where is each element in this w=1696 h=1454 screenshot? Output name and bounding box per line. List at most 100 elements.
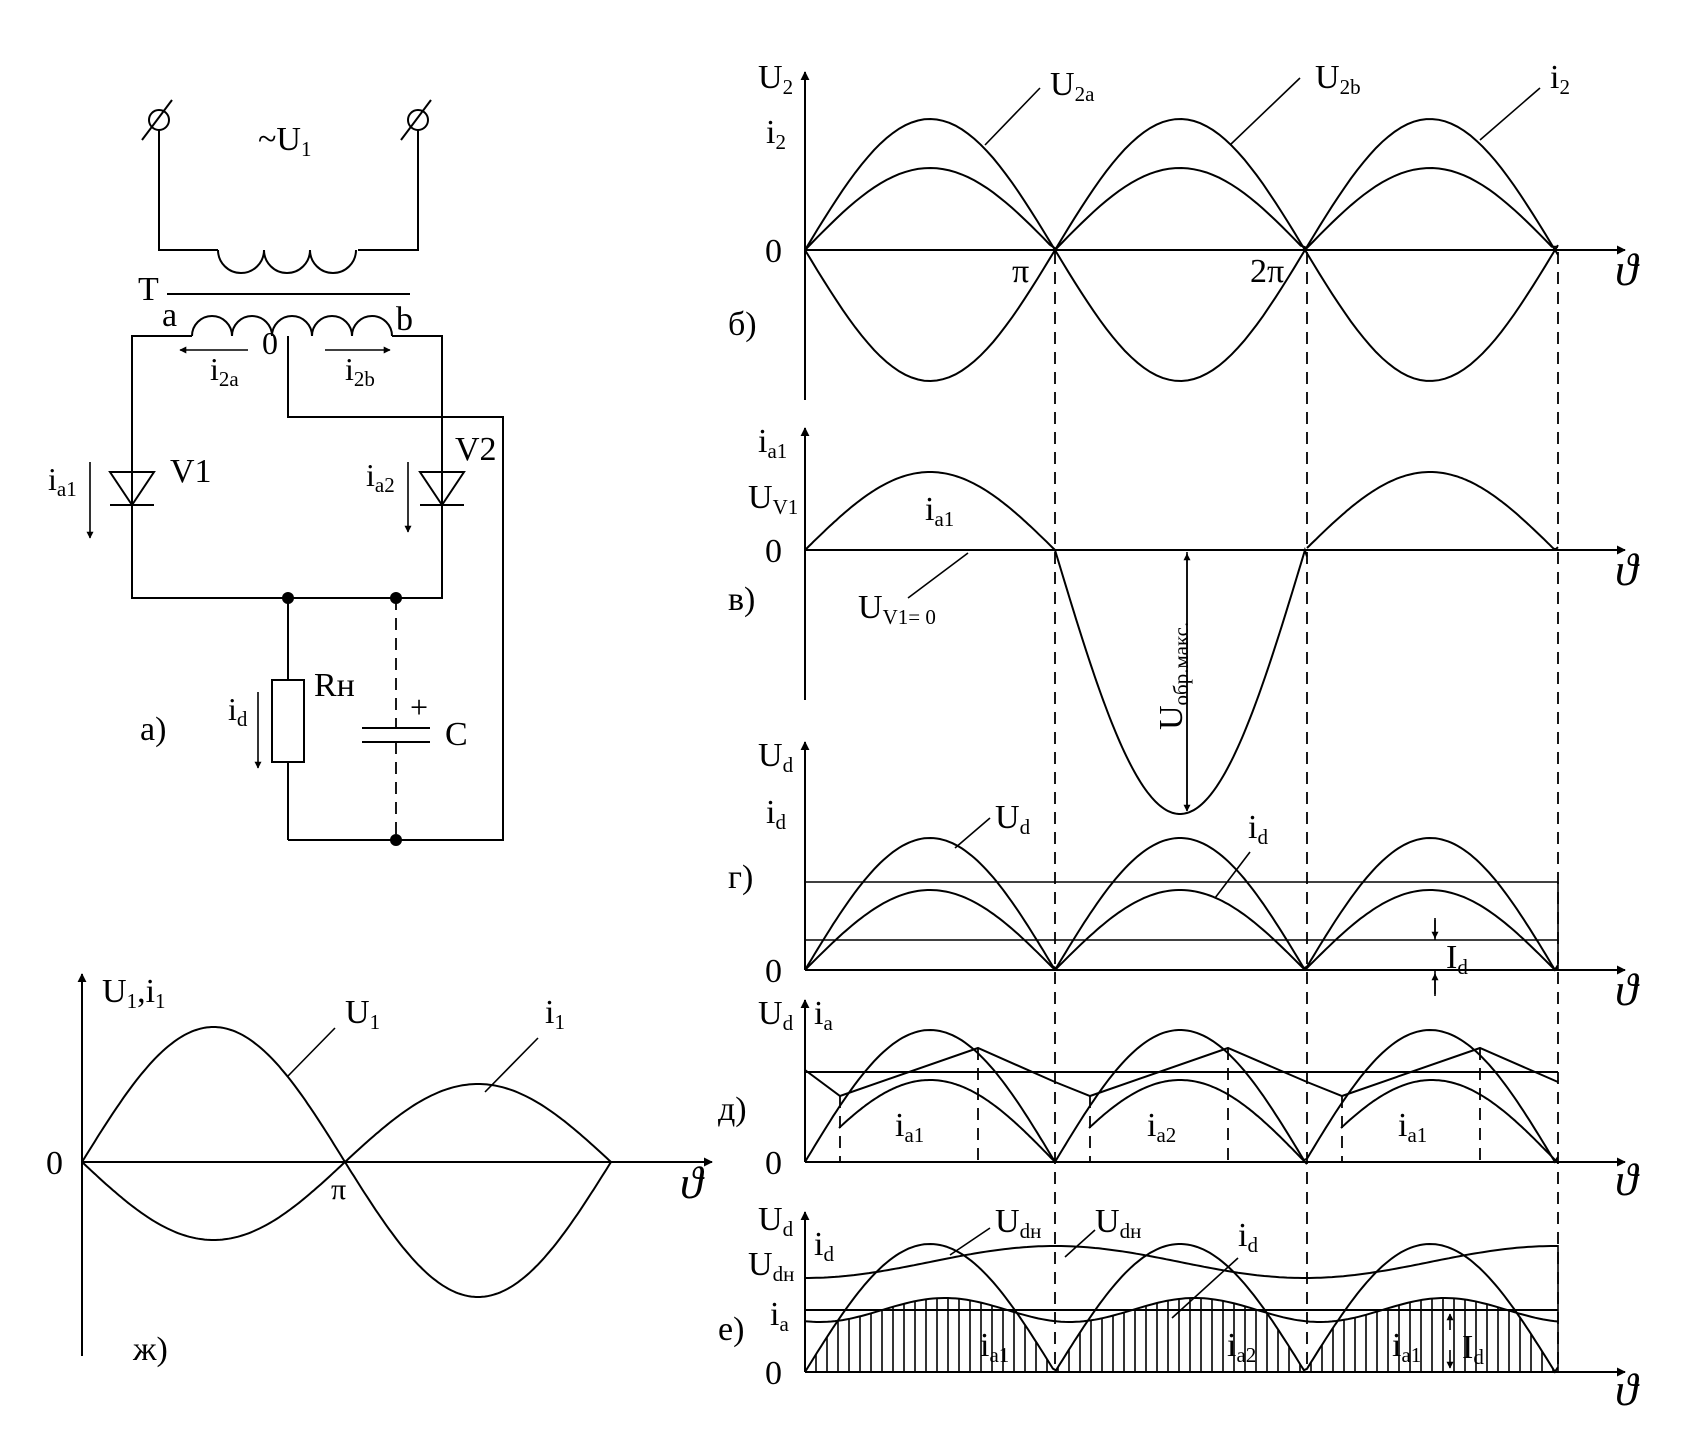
v2-label: V2 [455, 431, 497, 468]
circuit-diagram: ~U1 T a b 0 i2a i2b V1 ia1 V2 ia2 Rн id [48, 99, 504, 846]
udn-leader-2 [1064, 1229, 1096, 1258]
ia1-label-2: ia1 [1392, 1327, 1421, 1367]
u2a-curve [804, 117, 1559, 383]
panel-d-zero: 0 [765, 1145, 782, 1182]
uv1-label: UV1= 0 [858, 589, 936, 629]
center-tap-label: 0 [262, 325, 278, 361]
id-curve [804, 889, 1559, 972]
ud-label: Ud [995, 799, 1031, 839]
id-label: id [1248, 809, 1268, 849]
ia1-label: ia1 [48, 461, 77, 501]
ia-pulse-1 [838, 1079, 1056, 1163]
panel-b-pi-label: π [1012, 253, 1029, 290]
Id-label: Id [1446, 939, 1468, 979]
i1-leader [484, 1037, 539, 1093]
panel-v-theta: ϑ [1615, 544, 1640, 595]
panel-g-y-label-id: id [766, 794, 786, 834]
ia1-label-1: ia1 [980, 1327, 1009, 1367]
tap-a-label: a [162, 297, 177, 334]
panel-e-y-label-ud: Ud [758, 1201, 794, 1241]
ia-pulse-2 [1088, 1079, 1308, 1165]
u1-leader [287, 1027, 336, 1077]
u2b-label: U2b [1315, 59, 1361, 99]
i2b-label: i2b [345, 351, 375, 391]
tap-b-label: b [396, 301, 413, 338]
panel-zh-pi-label: π [331, 1173, 346, 1206]
ud-rectified-curve [804, 1242, 1559, 1374]
panel-zh-letter: ж) [132, 1331, 168, 1368]
panel-b-zero: 0 [765, 233, 782, 270]
udn-curve [805, 1245, 1558, 1279]
panel-d-y-label-ud: Ud [758, 995, 794, 1035]
panel-d-letter: д) [718, 1091, 747, 1128]
diode-v1 [108, 471, 156, 507]
cap-plus-label: + [410, 689, 428, 725]
panel-b-letter: б) [728, 306, 757, 343]
panel-a-letter: а) [140, 711, 166, 748]
v1-label: V1 [170, 453, 212, 490]
u2b-leader [1229, 77, 1301, 146]
ud-curve [804, 836, 1559, 972]
panel-zh-y-label: U1,i1 [102, 973, 166, 1013]
secondary-winding [191, 315, 393, 337]
ia1-pulse-1 [804, 471, 1056, 551]
panel-e-letter: е) [718, 1311, 744, 1348]
uv1-leader [907, 552, 969, 599]
id-leader [1214, 851, 1251, 899]
Id-label: Id [1462, 1329, 1484, 1369]
ud-leader [954, 817, 991, 849]
i1-label: i1 [545, 994, 565, 1034]
panel-d-theta: ϑ [1615, 1154, 1640, 1205]
rn-label: Rн [314, 667, 355, 704]
id-leader [1171, 1257, 1239, 1319]
u2a-label: U2a [1050, 66, 1095, 106]
panel-v-zero: 0 [765, 533, 782, 570]
ia1-pulse-2 [1306, 471, 1559, 551]
panel-b-y-label-u2: U2 [758, 59, 793, 99]
transformer-label: T [138, 271, 159, 308]
panel-zh-zero: 0 [46, 1145, 63, 1182]
ia-pulse-3 [1340, 1079, 1559, 1164]
panel-e-zero: 0 [765, 1355, 782, 1392]
panel-v-y-label-ia1: ia1 [758, 423, 787, 463]
panel-e-y-label-id: id [814, 1226, 834, 1266]
u1-neg [344, 1161, 612, 1298]
uobr-label: Uобр.макс. [1153, 622, 1193, 730]
i1-neg [81, 1161, 346, 1241]
id-label: id [1238, 1217, 1258, 1257]
u1-label: U1 [345, 994, 380, 1034]
supply-label: ~U1 [258, 121, 311, 161]
ia2-label: ia2 [1227, 1327, 1256, 1367]
panel-g-y-label-ud: Ud [758, 737, 794, 777]
panel-b-y-label-i2: i2 [766, 114, 786, 154]
ia1-label: ia1 [925, 491, 954, 531]
panel-g-theta: ϑ [1615, 964, 1640, 1015]
udn-leader-1 [949, 1227, 991, 1256]
panel-v-y-label-uv1: UV1 [748, 479, 798, 519]
panel-e-y-label-udn: Udн [748, 1246, 794, 1286]
ia2-label: ia2 [1147, 1107, 1176, 1147]
panel-e-y-label-ia: ia [770, 1296, 789, 1336]
i2a-label: i2a [210, 351, 239, 391]
udn-label-2: Udн [1095, 1203, 1141, 1243]
ia1-label-1: ia1 [895, 1107, 924, 1147]
panel-g-letter: г) [728, 859, 753, 896]
diode-v2 [418, 471, 466, 507]
u2b-curve [804, 117, 1559, 383]
junction-dot [390, 834, 402, 846]
ud-rectified-curve [804, 1028, 1559, 1164]
udn-label-1: Udн [995, 1203, 1041, 1243]
i2-label: i2 [1550, 59, 1570, 99]
u2a-leader [984, 87, 1041, 146]
panel-zh-theta: ϑ [680, 1157, 705, 1208]
id-label: id [228, 691, 248, 731]
ia1-label-2: ia1 [1398, 1107, 1427, 1147]
i2-leader [1479, 87, 1541, 141]
panel-g-zero: 0 [765, 953, 782, 990]
cap-label: C [445, 716, 468, 753]
primary-winding [217, 249, 357, 274]
reverse-voltage-curve [1054, 546, 1308, 815]
panel-v-letter: в) [728, 581, 755, 618]
ia2-label: ia2 [366, 457, 395, 497]
